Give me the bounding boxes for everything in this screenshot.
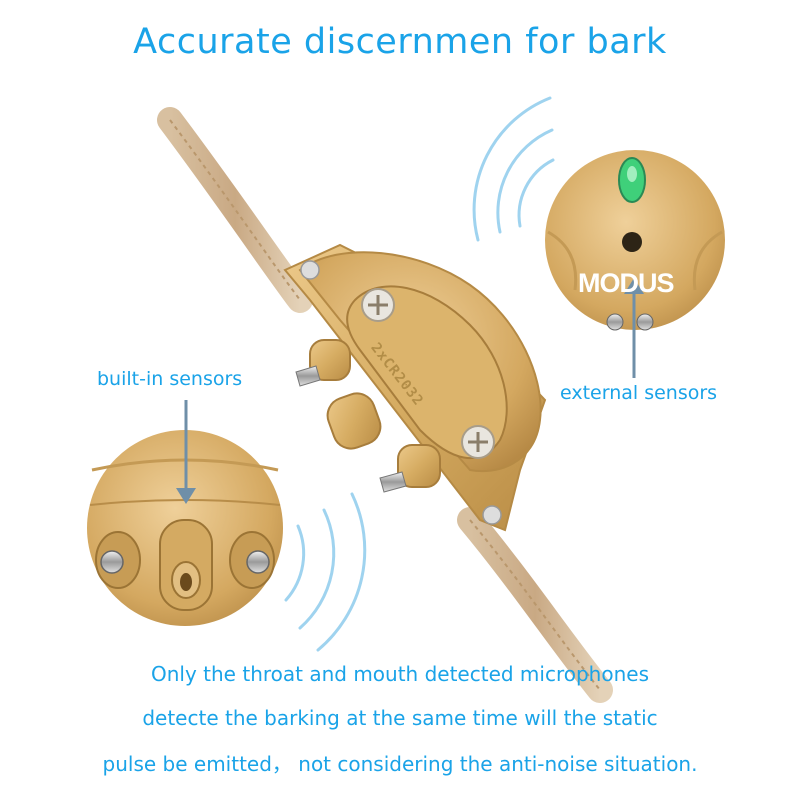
sound-waves-bottom-icon xyxy=(284,492,367,652)
collar-strap xyxy=(157,107,613,703)
external-sensors-label: external sensors xyxy=(560,382,718,404)
page-title: Accurate discernmen for bark xyxy=(133,22,667,62)
caption-line-1: Only the throat and mouth detected micro… xyxy=(151,662,649,686)
caption-line-2: detecte the barking at the same time wil… xyxy=(142,706,658,730)
external-sensor-closeup xyxy=(545,150,725,378)
sound-waves-top-icon xyxy=(472,96,555,242)
builtin-sensor-closeup xyxy=(87,400,283,626)
builtin-sensors-label: built-in sensors xyxy=(97,368,243,390)
caption-line-3: pulse be emitted， not considering the an… xyxy=(102,752,698,776)
brand-logo: MODUS xyxy=(578,268,674,298)
bark-collar-device xyxy=(283,243,547,532)
